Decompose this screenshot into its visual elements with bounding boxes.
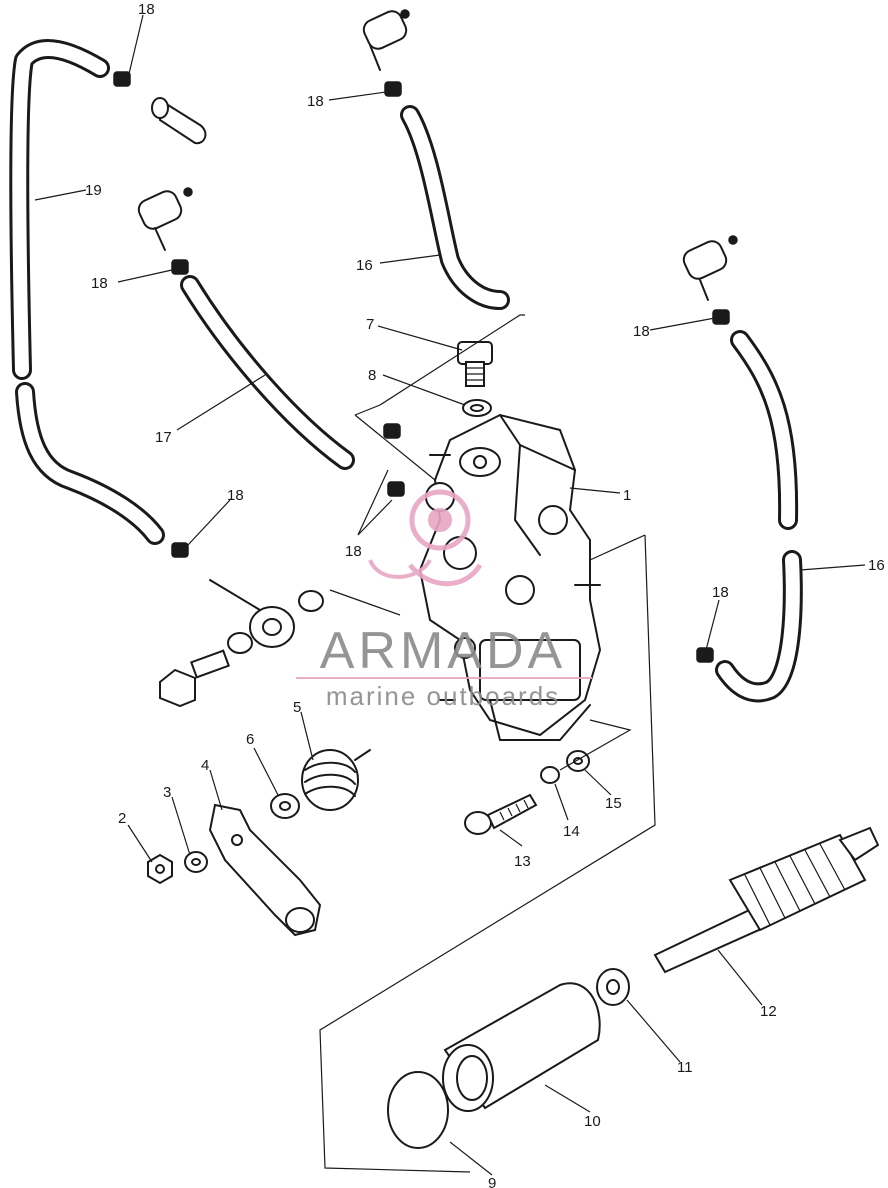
hose-19 [9,39,165,545]
spring-5 [301,749,371,811]
washer-8 [462,399,492,417]
hose-16-lower [715,550,803,703]
callout-15: 15 [605,795,622,812]
hose-clamps-18 [113,71,730,663]
callout-3: 3 [163,784,171,801]
washer-11 [596,968,630,1006]
watermark-tagline: marine outboards [326,681,560,711]
driven-gear-12 [653,826,880,974]
callout-14: 14 [563,823,580,840]
callout-18: 18 [307,93,324,110]
fitting-top-left [151,97,207,145]
callout-5: 5 [293,699,301,716]
callout-18: 18 [91,275,108,292]
callout-13: 13 [514,853,531,870]
hose-16-upper [400,105,510,310]
callout-7: 7 [366,316,374,333]
callout-16: 16 [868,557,885,574]
washer-3 [184,851,208,873]
armada-logo-icon [368,489,483,587]
nut-2 [147,853,173,885]
callout-labels: 18 18 19 18 16 18 7 8 17 1 18 18 16 18 5… [85,1,885,1188]
callout-18: 18 [227,487,244,504]
assembly-outline [319,314,656,1173]
lever-4 [208,803,322,937]
callout-9: 9 [488,1175,496,1188]
callout-17: 17 [155,429,172,446]
washer-6 [270,793,300,819]
fitting-right [682,235,738,301]
callout-6: 6 [246,731,254,748]
callout-18: 18 [345,543,362,560]
callout-12: 12 [760,1003,777,1020]
bolt-7 [457,341,493,387]
callout-10: 10 [584,1113,601,1130]
pump-drive-parts-left [159,579,324,708]
fitting-left-mid [137,187,193,251]
callout-1: 1 [623,487,631,504]
armada-watermark: ARMADA marine outboards [296,489,592,711]
hose-right-upper [730,330,799,530]
callout-2: 2 [118,810,126,827]
fitting-top-center [362,9,410,71]
callout-16: 16 [356,257,373,274]
bushing-10 [442,982,601,1112]
callout-8: 8 [368,367,376,384]
washer-15 [566,750,590,772]
callout-19: 19 [85,182,102,199]
hose-17 [180,275,355,470]
callout-18: 18 [633,323,650,340]
callout-4: 4 [201,757,209,774]
watermark-brand: ARMADA [320,622,566,680]
callout-11: 11 [677,1059,693,1076]
lockwasher-14 [540,766,560,784]
screw-13 [464,793,538,835]
snap-ring-9 [387,1071,449,1149]
callout-18: 18 [712,584,729,601]
callout-18: 18 [138,1,155,18]
oil-pump-body [418,413,602,741]
leader-lines [34,14,866,1176]
